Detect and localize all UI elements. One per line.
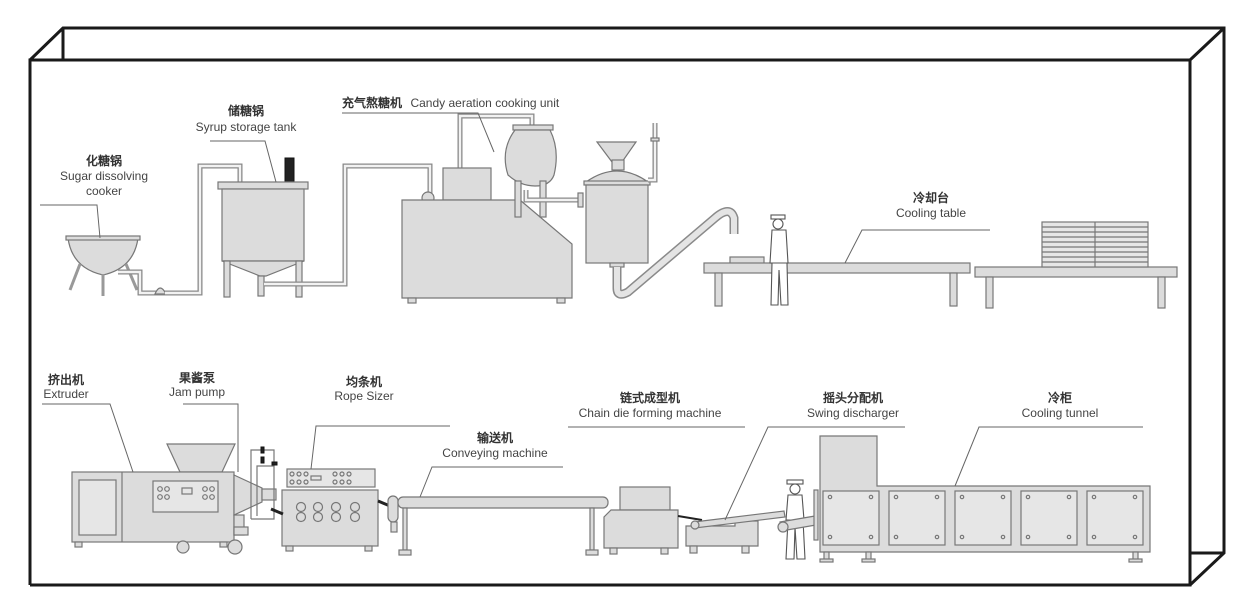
leader-conveyor (419, 466, 563, 498)
leader-swing-discharger (724, 426, 905, 521)
extruder (71, 443, 277, 555)
label-chain-die-cn: 链式成型机 (620, 390, 680, 405)
label-aeration-unit-cn: 充气熬糖机 (342, 95, 402, 110)
leader-aeration-unit (342, 112, 495, 153)
label-aeration-unit-en: Candy aeration cooking unit (410, 96, 559, 110)
box-frame (28, 26, 1226, 587)
candy-aeration-cooking-unit (401, 113, 739, 304)
label-swing-discharger-en: Swing discharger (807, 406, 899, 420)
jam-pump (250, 446, 278, 520)
label-extruder-en: Extruder (43, 387, 88, 401)
label-sugar-cooker-en2: cooker (86, 184, 122, 198)
label-rope-sizer-cn: 均条机 (346, 374, 382, 389)
label-conveyor-en: Conveying machine (442, 446, 548, 460)
syrup-storage-tank (217, 157, 433, 298)
label-sugar-cooker-cn: 化糖锅 (86, 153, 122, 168)
leader-rope-sizer (310, 425, 450, 470)
worker-icon (769, 214, 789, 306)
label-extruder-cn: 挤出机 (48, 372, 84, 387)
chain-die-forming-machine (603, 486, 703, 555)
leader-extruder (42, 403, 134, 473)
label-syrup-tank-cn: 储糖锅 (228, 103, 264, 118)
cooling-tunnel (777, 435, 1151, 563)
leader-cooling-tunnel (954, 426, 1143, 487)
cooling-table (703, 214, 1178, 309)
label-aeration-unit: 充气熬糖机 Candy aeration cooking unit (342, 94, 560, 111)
label-jam-pump-cn: 果酱泵 (178, 370, 215, 385)
label-swing-discharger-cn: 摇头分配机 (823, 390, 883, 405)
leader-jam-pump (183, 403, 239, 472)
label-conveyor-cn: 输送机 (477, 430, 513, 445)
swing-discharger (685, 510, 786, 554)
label-cooling-tunnel-en: Cooling tunnel (1022, 406, 1099, 420)
label-rope-sizer-en: Rope Sizer (334, 389, 393, 403)
conveying-machine (387, 495, 609, 556)
tray-stack (1041, 221, 1149, 268)
label-jam-pump-en: Jam pump (169, 385, 225, 399)
label-cooling-table-cn: 冷却台 (913, 190, 949, 205)
leader-sugar-cooker (40, 204, 101, 239)
tunnel-panel-bolts (827, 494, 1138, 540)
sugar-dissolving-cooker (65, 163, 243, 296)
label-syrup-tank-en: Syrup storage tank (196, 120, 298, 134)
label-sugar-cooker-en1: Sugar dissolving (60, 169, 148, 183)
sizer-rollers (295, 501, 361, 523)
rope-sizer (270, 468, 391, 552)
label-chain-die-en: Chain die forming machine (579, 406, 722, 420)
label-cooling-tunnel-cn: 冷柜 (1048, 390, 1072, 405)
leader-syrup-tank (210, 140, 277, 183)
leader-cooling-table (844, 229, 990, 264)
label-cooling-table-en: Cooling table (896, 206, 966, 220)
